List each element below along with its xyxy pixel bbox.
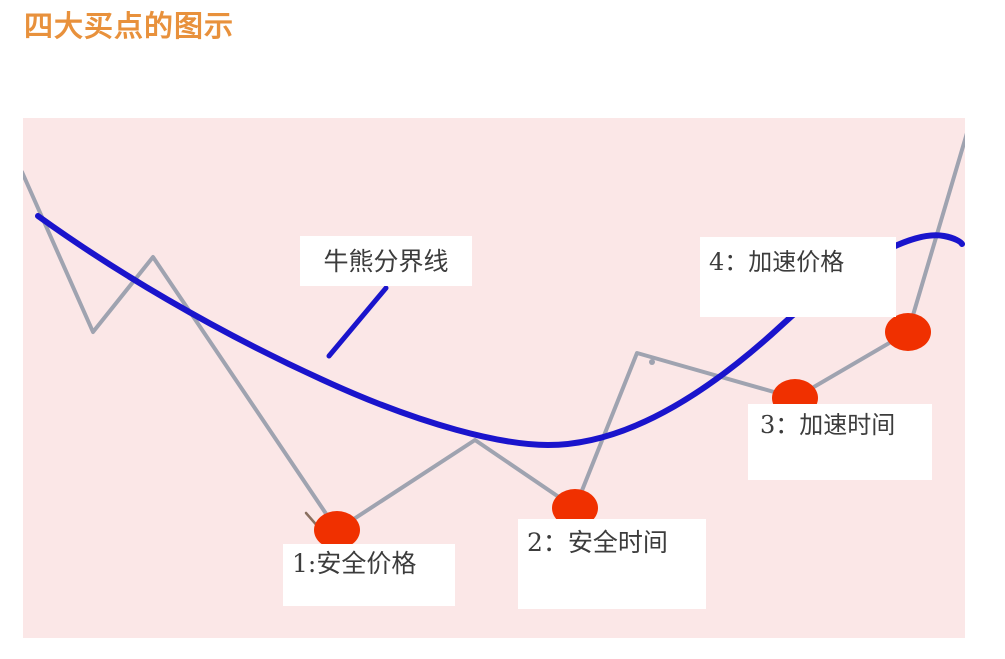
- buy-point-2-marker[interactable]: [552, 489, 598, 527]
- callout-buy-point-2-label: 2：安全时间: [527, 528, 668, 557]
- callout-buy-point-1: 1:安全价格: [283, 544, 455, 606]
- page-title: 四大买点的图示: [24, 9, 235, 43]
- callout-bull-bear-dividing-line: 牛熊分界线: [300, 236, 472, 286]
- callout-buy-point-4-label: 4：加速价格: [709, 248, 845, 276]
- callout-buy-point-3-label: 3：加速时间: [760, 411, 896, 439]
- callout-buy-point-2: 2：安全时间: [518, 519, 706, 609]
- callout-buy-point-3: 3：加速时间: [748, 404, 932, 480]
- chart-panel: [23, 118, 965, 638]
- chart-svg: [23, 132, 965, 549]
- callout-bull-bear-label: 牛熊分界线: [323, 246, 449, 276]
- buy-point-4-marker[interactable]: [885, 313, 931, 351]
- bull-bear-dividing-line: [35, 213, 965, 449]
- callout-buy-point-1-label: 1:安全价格: [292, 549, 417, 578]
- callout-buy-point-4: 4：加速价格: [700, 237, 896, 317]
- buy-point-1-marker[interactable]: [314, 511, 360, 549]
- price-line: [23, 132, 965, 532]
- zigzag-gap-dot: [649, 359, 655, 365]
- divider-pointer-line: [326, 285, 389, 359]
